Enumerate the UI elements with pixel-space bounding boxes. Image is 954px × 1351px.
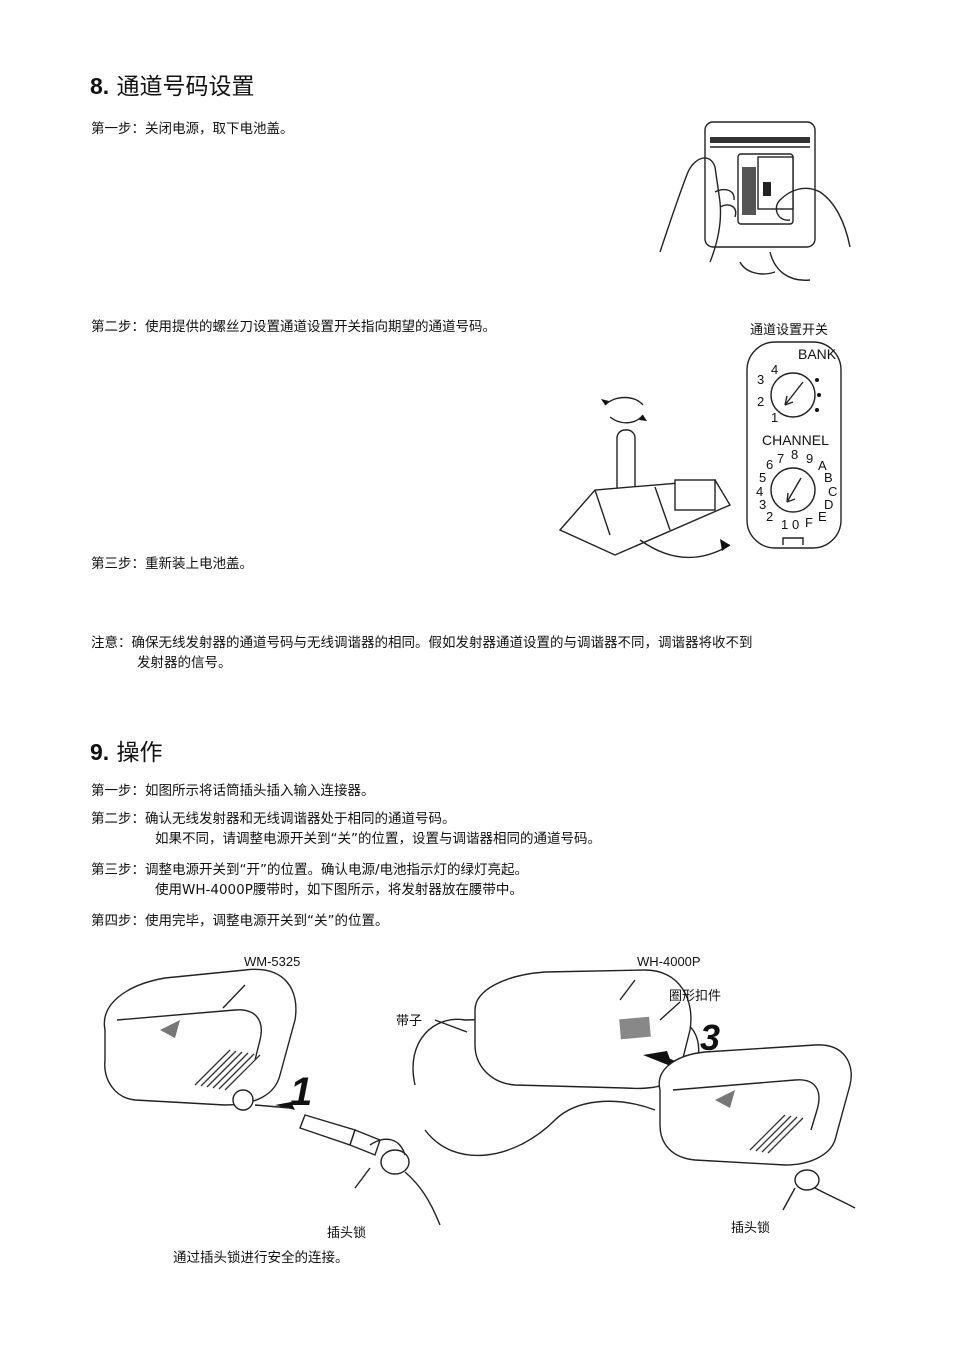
s9-step-4: 第四步：使用完毕，调整电源开关到“关”的位置。: [91, 912, 389, 932]
step-text: 使用提供的螺丝刀设置通道设置开关指向期望的通道号码。: [145, 319, 496, 335]
s9-step-2: 第二步：确认无线发射器和无线调谐器处于相同的通道号码。 如果不同，请调整电源开关…: [91, 810, 601, 849]
step-label: 第四步：: [91, 913, 145, 929]
channel-switch-panel: [746, 341, 842, 549]
step-label: 第二步：: [91, 811, 145, 827]
note-line-1: 确保无线发射器的通道号码与无线调谐器的相同。假如发射器通道设置的与调谐器不同，调…: [131, 635, 753, 651]
channel-digit: 4: [756, 484, 764, 499]
note: 注意：确保无线发射器的通道号码与无线调谐器的相同。假如发射器通道设置的与调谐器不…: [91, 634, 753, 673]
channel-digit: C: [828, 484, 838, 499]
plug-lock-label-left: 插头锁: [327, 1226, 367, 1241]
channel-digit: 9: [806, 451, 814, 466]
step-mark-3: 3: [700, 1017, 721, 1058]
s9-step-1: 第一步：如图所示将话筒插头插入输入连接器。: [91, 782, 375, 802]
section-title: 操作: [116, 740, 163, 766]
step-line-2: 如果不同，请调整电源开关到“关”的位置，设置与调谐器相同的通道号码。: [155, 830, 601, 847]
s8-step-3: 第三步：重新装上电池盖。: [91, 552, 253, 572]
section-8-heading: 8. 通道号码设置: [90, 67, 255, 101]
clip-label: 圈形扣件: [669, 989, 722, 1004]
note-line-2: 发射器的信号。: [137, 654, 232, 671]
step-line-1: 调整电源开关到“开”的位置。确认电源/电池指示灯的绿灯亮起。: [145, 862, 529, 878]
switch-caption: 通道设置开关: [750, 323, 829, 338]
operation-illustration: [103, 968, 856, 1226]
channel-digit: 3: [759, 497, 767, 512]
channel-digit: 0: [792, 517, 800, 532]
section-number: 8.: [90, 73, 110, 99]
figure-caption: 通过插头锁进行安全的连接。: [173, 1250, 349, 1266]
bank-label: BANK: [798, 346, 837, 362]
s9-step-3: 第三步：调整电源开关到“开”的位置。确认电源/电池指示灯的绿灯亮起。 使用WH-…: [91, 861, 528, 900]
model-label-right: WH-4000P: [637, 954, 701, 969]
model-label-left: WM-5325: [244, 954, 301, 969]
channel-digit: D: [824, 497, 834, 512]
step-label: 第一步：: [91, 783, 145, 799]
channel-digit: 2: [766, 509, 774, 524]
section-title: 通道号码设置: [116, 74, 255, 100]
screwdriver-illustration: [558, 396, 732, 559]
step-text: 重新装上电池盖。: [145, 556, 253, 572]
step-text: 关闭电源，取下电池盖。: [145, 121, 294, 137]
battery-cover-illustration: [659, 121, 851, 281]
s8-step-1: 第一步：关闭电源，取下电池盖。: [91, 117, 294, 137]
step-label: 第三步：: [91, 556, 145, 572]
channel-label: CHANNEL: [762, 432, 829, 448]
step-mark-1: 1: [290, 1070, 313, 1114]
step-line-1: 如图所示将话筒插头插入输入连接器。: [145, 783, 375, 799]
bank-digit: 3: [757, 372, 765, 387]
channel-digit: F: [805, 515, 813, 530]
channel-digit: E: [818, 509, 827, 524]
step-label: 第二步：: [91, 319, 145, 335]
step-line-2: 使用WH-4000P腰带时，如下图所示，将发射器放在腰带中。: [155, 881, 523, 898]
channel-digit: 6: [766, 457, 774, 472]
step-label: 第一步：: [91, 121, 145, 137]
note-label: 注意：: [91, 635, 132, 651]
channel-digit: B: [824, 470, 833, 485]
section-number: 9.: [90, 739, 110, 765]
section-9-heading: 9. 操作: [90, 733, 163, 767]
channel-digit: 7: [777, 451, 785, 466]
bank-digit: 4: [771, 362, 779, 377]
step-label: 第三步：: [91, 862, 145, 878]
channel-digit: A: [818, 458, 827, 473]
s8-step-2: 第二步：使用提供的螺丝刀设置通道设置开关指向期望的通道号码。: [91, 315, 496, 335]
strap-label: 带子: [396, 1014, 423, 1029]
channel-digit: 1: [781, 517, 789, 532]
channel-digit: 5: [759, 470, 767, 485]
plug-lock-label-right: 插头锁: [731, 1221, 771, 1236]
step-line-1: 使用完毕，调整电源开关到“关”的位置。: [145, 913, 389, 929]
bank-digit: 2: [757, 394, 765, 409]
step-line-1: 确认无线发射器和无线调谐器处于相同的通道号码。: [145, 811, 456, 827]
channel-digit: 8: [791, 447, 799, 462]
bank-digit: 1: [771, 410, 779, 425]
